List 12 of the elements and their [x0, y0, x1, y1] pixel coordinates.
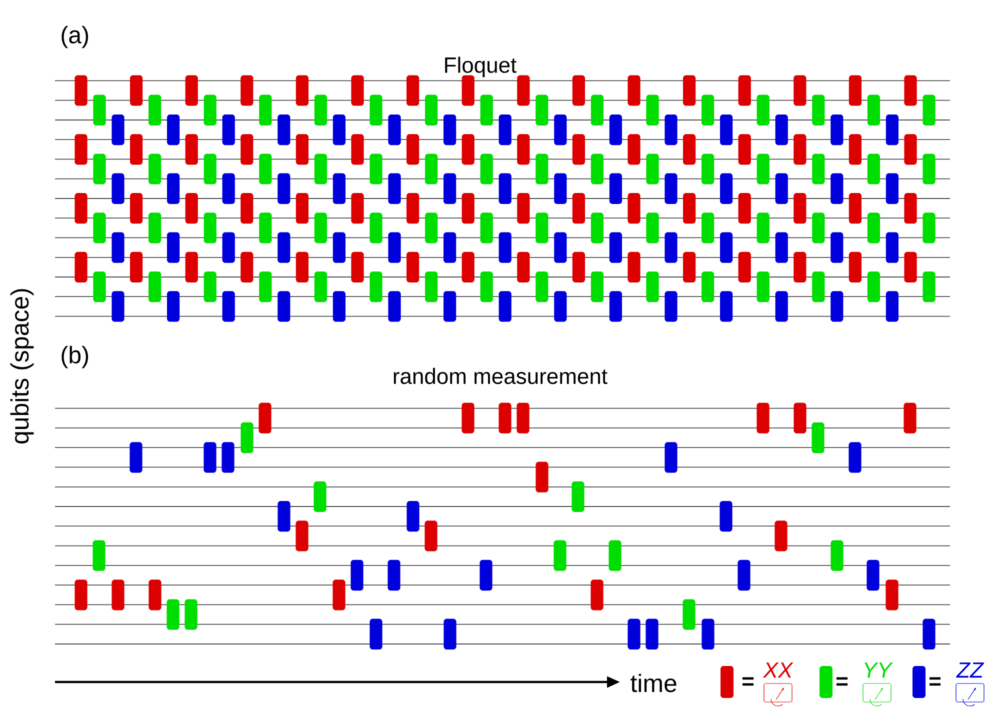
panel-label: (b)	[62, 346, 88, 368]
panel-title: random measurement	[394, 368, 608, 384]
axis-label: qubits (space)	[10, 289, 34, 444]
panel-label: (a)	[62, 26, 88, 48]
equals-sign: =	[930, 677, 941, 686]
legend-label: XX	[762, 662, 794, 678]
equals-sign: =	[742, 677, 754, 686]
equals-sign: =	[836, 677, 848, 686]
axis-label: time	[630, 674, 676, 692]
legend-label: ZZ	[956, 662, 984, 678]
panel-title: Floquet	[445, 56, 517, 78]
legend-label: YY	[864, 662, 893, 678]
